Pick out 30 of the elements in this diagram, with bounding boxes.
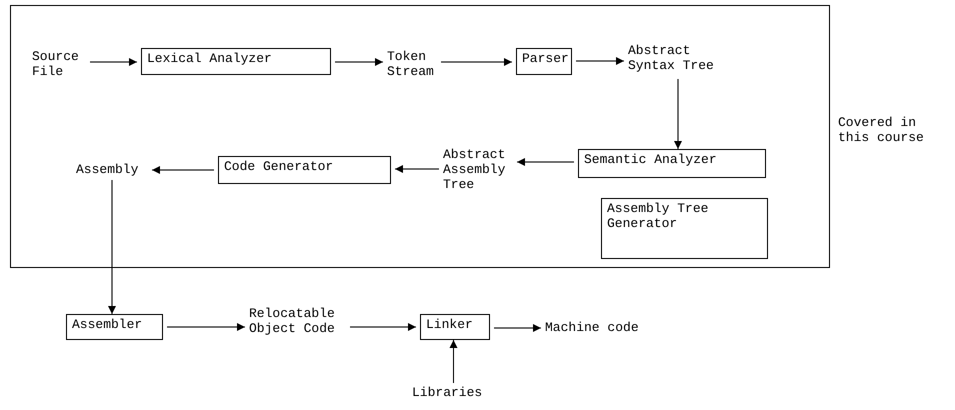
process-box: Lexical Analyzer (141, 48, 331, 75)
data-label: Source File (32, 49, 86, 83)
arrow (450, 340, 458, 384)
arrow (576, 57, 624, 65)
process-box: Linker (420, 314, 490, 340)
process-box: Parser (516, 48, 572, 75)
data-label: Abstract Assembly Tree (443, 147, 513, 197)
arrow (516, 158, 574, 166)
arrow (108, 180, 116, 314)
data-label: Abstract Syntax Tree (628, 43, 728, 77)
arrow (152, 166, 214, 174)
frame-caption: Covered in this course (838, 114, 925, 144)
data-label: Machine code (545, 320, 650, 336)
process-box: Semantic Analyzer (578, 149, 766, 178)
arrow (350, 323, 416, 331)
process-box: Assembler (66, 314, 163, 340)
arrow (394, 165, 440, 173)
process-box: Code Generator (218, 156, 391, 184)
arrow (166, 323, 246, 331)
arrow (674, 78, 682, 150)
arrow (90, 58, 138, 66)
group-frame (10, 5, 830, 268)
data-label: Assembly (76, 162, 148, 178)
process-box: Assembly Tree Generator (601, 198, 768, 259)
arrow (440, 58, 512, 66)
data-label: Token Stream (387, 49, 437, 83)
arrow (494, 324, 542, 332)
data-label: Relocatable Object Code (249, 306, 346, 356)
arrow (334, 58, 384, 66)
data-label: Libraries (412, 385, 487, 401)
